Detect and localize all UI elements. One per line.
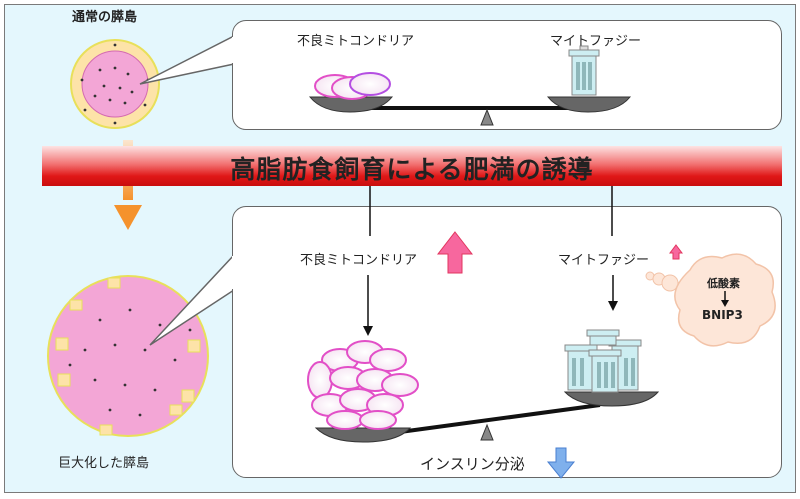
enlarged-islet-illustration [47,275,209,437]
bnip3-label: BNIP3 [702,308,743,322]
bottom-mitophagy-label: マイトファジー [558,253,650,268]
top-balance-panel [232,20,782,130]
top-trash-can-icon [568,45,600,96]
arrow-to-mitochondria [363,275,373,336]
bottom-balance-scale [314,391,660,443]
normal-islet-label: 通常の膵島 [72,10,138,25]
bottom-bad-mitochondria-label: 不良ミトコンドリア [300,253,418,268]
insulin-secretion-label: インスリン分泌 [420,455,525,473]
insulin-down-arrow-icon [546,447,576,479]
top-bad-mitochondria-label: 不良ミトコンドリア [297,34,415,49]
hypoxia-thought-cloud [645,253,776,347]
obesity-induction-banner: 高脂肪食飼育による肥満の誘導 [42,146,782,186]
hypoxia-label: 低酸素 [707,277,740,290]
bottom-trash-cans-icon [564,329,642,393]
banner-title: 高脂肪食飼育による肥満の誘導 [230,155,594,184]
top-balance-scale [308,96,632,126]
arrow-to-trash-cans [608,275,618,311]
top-mitochondria-icon [314,72,391,100]
bottom-mitochondria-cluster-icon [307,340,419,430]
top-mitophagy-label: マイトファジー [550,34,642,49]
enlarged-islet-label: 巨大化した膵島 [58,456,150,471]
mitophagy-up-arrow-icon [669,244,683,260]
normal-islet-illustration [70,39,160,129]
bad-mitochondria-up-arrow-icon [436,231,474,274]
